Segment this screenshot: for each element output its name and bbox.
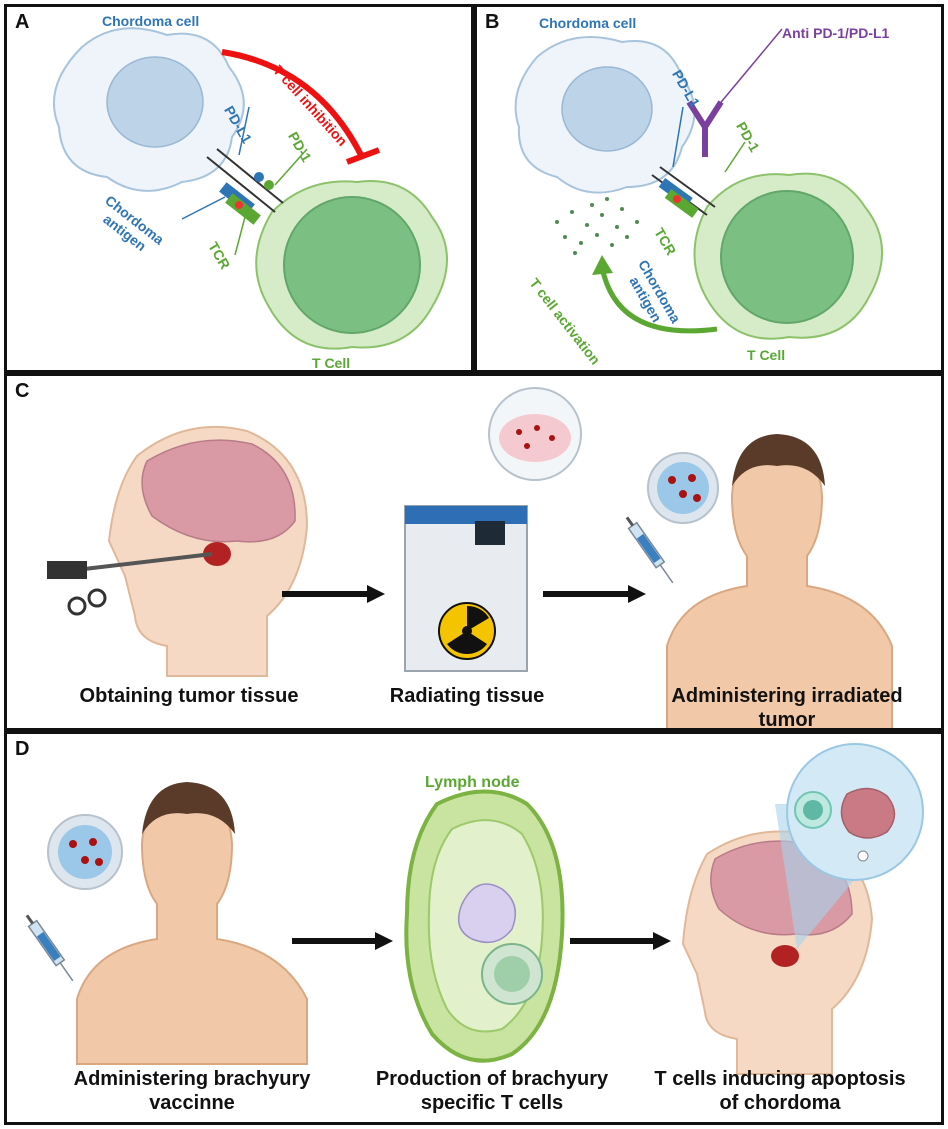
panel-c-illustration	[47, 387, 893, 728]
t-cell-a	[255, 180, 448, 350]
vaccine-bubble-icon-d	[47, 814, 123, 890]
step-c1-caption: Obtaining tumor tissue	[79, 685, 299, 707]
lymph-node-label: Lymph node	[425, 774, 520, 791]
arrow-c1	[367, 585, 385, 603]
panel-b-illustration	[514, 28, 884, 340]
patient-torso-icon-d	[76, 782, 308, 1065]
vaccine-bubble-icon	[647, 452, 719, 524]
chordoma-cell-a	[52, 27, 245, 192]
activation-arrowhead	[592, 255, 613, 275]
irradiator-machine-icon	[404, 505, 528, 672]
magnified-view-icon	[786, 743, 924, 881]
panel-d-illustration	[25, 743, 924, 1075]
step-d2-caption-line1: Production of brachyury	[375, 1068, 609, 1090]
step-c3-caption-line1: Administering irradiated	[671, 685, 903, 707]
panel-letter-c: C	[15, 380, 30, 402]
arrow-d1	[375, 932, 393, 950]
head-with-brain-icon	[107, 425, 309, 677]
lymph-node-icon	[404, 789, 565, 1063]
antibody-label: Anti PD-1/PD-L1	[782, 25, 890, 41]
step-d2-caption-line2: specific T cells	[420, 1092, 564, 1114]
panel-a: A Chordoma cell T cell inhibition PD-L1 …	[4, 4, 474, 373]
panel-c: C Obtaining tumor tissue Radiating tissu…	[4, 373, 944, 731]
t-cell-b	[693, 172, 884, 340]
inhibition-bar	[345, 147, 381, 165]
step-d1-caption-line1: Administering brachyury	[73, 1068, 311, 1090]
panel-a-illustration	[52, 27, 448, 350]
arrow-c2	[628, 585, 646, 603]
activation-arrow	[599, 266, 718, 334]
inhibition-arrow	[221, 49, 365, 159]
syringe-icon-d	[25, 914, 74, 982]
syringe-icon	[625, 516, 674, 584]
panel-letter-a: A	[15, 11, 30, 33]
receptor-complex-a	[206, 148, 284, 225]
step-c3-caption-line2: tumor	[758, 709, 816, 731]
step-d3-caption-line2: of chordoma	[719, 1092, 841, 1114]
cytokine-dots	[555, 197, 639, 255]
step-d3-caption-line1: T cells inducing apoptosis	[654, 1068, 906, 1090]
chordoma-cell-b	[514, 36, 696, 194]
t-cell-label: T Cell	[312, 355, 351, 371]
panel-letter-b: B	[485, 11, 500, 33]
step-d3-caption: T cells inducing apoptosis of chordoma	[625, 1067, 935, 1115]
panel-letter-d: D	[15, 738, 30, 760]
chordoma-cell-label: Chordoma cell	[102, 13, 200, 29]
panel-d: D Lymph node Administering brachyury vac…	[4, 731, 944, 1125]
step-c3-caption: Administering irradiated tumor	[652, 684, 922, 731]
step-c2-caption: Radiating tissue	[389, 685, 545, 707]
endoscope-icon	[47, 552, 213, 616]
step-d1-caption-line2: vaccinne	[149, 1092, 235, 1114]
chordoma-cell-label-b: Chordoma cell	[539, 15, 637, 31]
arrow-d2	[653, 932, 671, 950]
petri-dish-icon	[488, 387, 582, 481]
panel-b: B Chordoma cell Anti PD-1/PD-L1 PD-L1 PD…	[474, 4, 944, 373]
t-cell-label-b: T Cell	[747, 347, 786, 363]
step-d2-caption: Production of brachyury specific T cells	[342, 1067, 642, 1115]
step-d1-caption: Administering brachyury vaccinne	[47, 1067, 337, 1115]
patient-torso-icon	[666, 434, 893, 728]
receptor-complex-b	[651, 166, 716, 218]
antibody-icon	[686, 28, 783, 157]
